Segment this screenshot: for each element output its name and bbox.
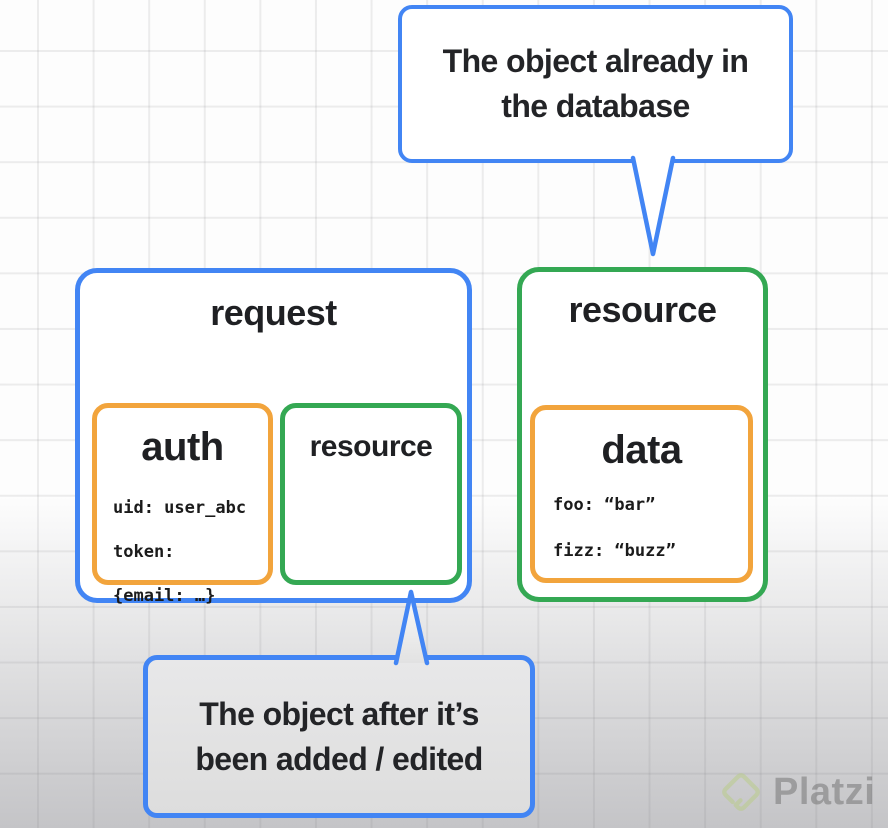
callout-bottom-line2: been added / edited (195, 740, 483, 777)
auth-box: auth uid: user_abc token: {email: …} (92, 403, 273, 606)
data-code-block: foo: “bar” fizz: “buzz” (553, 494, 676, 563)
auth-line-email: {email: …} (113, 586, 216, 606)
data-box: data foo: “bar” fizz: “buzz” (530, 405, 753, 583)
auth-title: auth (141, 425, 224, 469)
resource-title: resource (568, 289, 717, 330)
request-resource-title: resource (309, 430, 433, 463)
watermark-brand-text: Platzi (773, 771, 876, 813)
data-line-fizz: fizz: “buzz” (553, 541, 676, 561)
callout-top-line1: The object already in (442, 43, 749, 79)
platzi-logo-icon (722, 773, 760, 811)
callout-bottom-tail (393, 589, 430, 666)
callout-bottom-line1: The object after it’s (199, 695, 479, 732)
data-title: data (601, 428, 682, 472)
resource-box: resource data foo: “bar” fizz: “buzz” (517, 267, 768, 602)
request-box: request auth uid: user_abc token: {email… (75, 268, 472, 606)
auth-code-block: uid: user_abc token: {email: …} (113, 497, 246, 607)
watermark: Platzi (718, 769, 875, 815)
callout-object-after-edit: The object after it’s been added / edite… (143, 655, 535, 818)
request-title: request (210, 292, 337, 333)
auth-line-token: token: (113, 542, 175, 562)
data-line-foo: foo: “bar” (553, 495, 656, 515)
auth-line-uid: uid: user_abc (113, 498, 247, 518)
callout-top-line2: the database (501, 88, 690, 124)
request-resource-box: resource (280, 403, 462, 585)
callout-top-tail (630, 155, 676, 257)
callout-object-in-database: The object already in the database (398, 5, 793, 163)
